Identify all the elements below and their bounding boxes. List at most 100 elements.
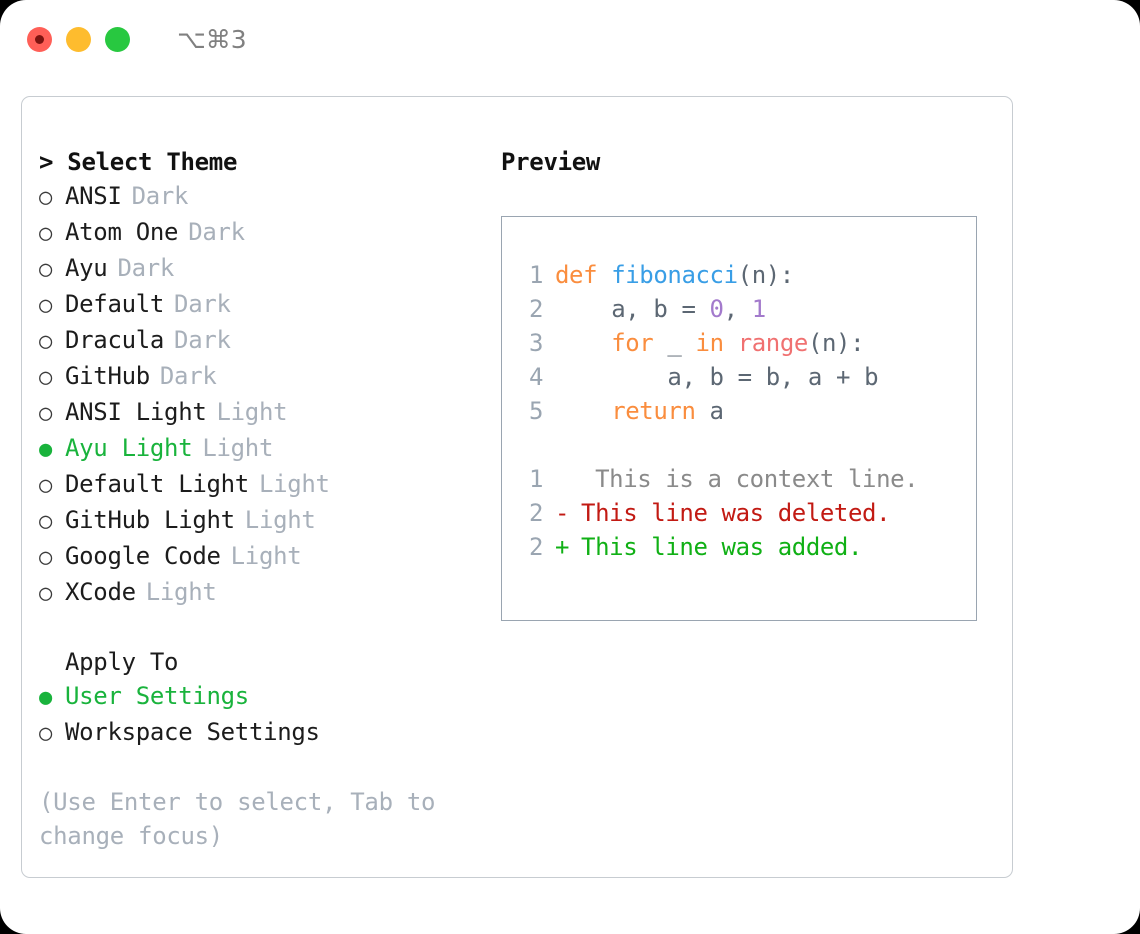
code-line: 2 a, b = 0, 1 bbox=[521, 292, 918, 326]
code-token: range bbox=[737, 329, 809, 357]
code-token: for bbox=[611, 329, 654, 357]
theme-option-google-code[interactable]: ○ Google Code Light bbox=[39, 539, 479, 575]
diff-line: 2- This line was deleted. bbox=[521, 496, 918, 530]
theme-variant-label: Dark bbox=[188, 218, 245, 246]
theme-option-xcode[interactable]: ○ XCode Light bbox=[39, 575, 479, 611]
code-line-number: 5 bbox=[528, 397, 543, 425]
theme-variant-label: Dark bbox=[117, 254, 175, 282]
theme-option-label: Default bbox=[65, 290, 165, 318]
radio-unselected-icon: ○ bbox=[39, 545, 52, 570]
diff-line-number: 1 bbox=[528, 465, 543, 493]
diff-line-number: 2 bbox=[528, 499, 543, 527]
code-line-number: 3 bbox=[528, 329, 543, 357]
code-token bbox=[555, 329, 611, 357]
code-line-number: 4 bbox=[528, 363, 543, 391]
theme-option-label: GitHub Light bbox=[65, 506, 235, 534]
code-token: 0 bbox=[709, 295, 724, 323]
code-token: a bbox=[695, 397, 724, 425]
code-token: a, b = b, a + b bbox=[555, 363, 879, 391]
code-line: 5 return a bbox=[521, 394, 918, 428]
close-dot-icon bbox=[35, 34, 44, 44]
theme-variant-label: Light bbox=[258, 470, 330, 498]
radio-unselected-icon: ○ bbox=[39, 721, 52, 746]
theme-variant-label: Light bbox=[216, 398, 288, 426]
code-token: a, b = bbox=[555, 295, 710, 323]
code-line: 3 for _ in range(n): bbox=[521, 326, 918, 360]
diff-line: 2 + This line was added. bbox=[521, 530, 918, 564]
code-line-number: 1 bbox=[528, 261, 543, 289]
apply-to-option-user-settings[interactable]: ● User Settings bbox=[39, 679, 479, 715]
theme-variant-label: Light bbox=[145, 578, 217, 606]
code-token: return bbox=[611, 397, 696, 425]
preview-spacer bbox=[521, 428, 918, 462]
theme-variant-label: Dark bbox=[174, 326, 231, 354]
theme-option-label: XCode bbox=[65, 578, 136, 606]
diff-sign: + bbox=[555, 533, 570, 561]
maximize-button-icon[interactable] bbox=[105, 26, 130, 52]
theme-variant-label: Light bbox=[244, 506, 316, 534]
code-token: (n): bbox=[807, 329, 865, 357]
radio-unselected-icon: ○ bbox=[39, 581, 52, 606]
apply-to-heading: Apply To bbox=[65, 648, 179, 676]
theme-variant-label: Dark bbox=[174, 290, 231, 318]
code-token bbox=[555, 397, 611, 425]
close-button-icon[interactable] bbox=[27, 26, 52, 52]
select-theme-heading: > Select Theme bbox=[39, 148, 238, 176]
radio-selected-icon: ● bbox=[39, 685, 52, 710]
code-line-number: 2 bbox=[528, 295, 543, 323]
theme-variant-label: Light bbox=[230, 542, 302, 570]
theme-variant-label: Light bbox=[202, 434, 274, 462]
diff-line: 1 This is a context line. bbox=[521, 462, 919, 496]
theme-option-label: ANSI bbox=[65, 182, 122, 210]
theme-option-label: Default Light bbox=[65, 470, 249, 498]
diff-sign bbox=[555, 462, 567, 496]
diff-line-number: 2 bbox=[528, 533, 543, 561]
window-titlebar: ⌥⌘3 bbox=[0, 0, 1140, 78]
radio-unselected-icon: ○ bbox=[39, 293, 52, 318]
theme-option-default[interactable]: ○ Default Dark bbox=[39, 287, 479, 323]
diff-sign: - bbox=[555, 499, 570, 527]
code-token: 1 bbox=[751, 295, 766, 323]
apply-to-option-list[interactable]: ● User Settings ○Workspace Settings bbox=[39, 679, 479, 751]
radio-unselected-icon: ○ bbox=[39, 329, 52, 354]
code-token: (n): bbox=[737, 261, 795, 289]
theme-option-label: Ayu Light bbox=[65, 434, 193, 462]
radio-unselected-icon: ○ bbox=[39, 257, 52, 282]
radio-unselected-icon: ○ bbox=[39, 473, 52, 498]
code-line: 4 a, b = b, a + b bbox=[521, 360, 918, 394]
code-token bbox=[724, 329, 738, 357]
diff-line-text: This line was added. bbox=[567, 533, 863, 561]
theme-option-default-light[interactable]: ○ Default Light Light bbox=[39, 467, 479, 503]
preview-heading: Preview bbox=[501, 148, 601, 176]
apply-to-option-workspace-settings[interactable]: ○Workspace Settings bbox=[39, 715, 479, 751]
radio-unselected-icon: ○ bbox=[39, 185, 52, 210]
radio-unselected-icon: ○ bbox=[39, 221, 52, 246]
theme-option-ansi[interactable]: ○ ANSI Dark bbox=[39, 179, 479, 215]
minimize-button-icon[interactable] bbox=[66, 26, 91, 52]
code-token: fibonacci bbox=[611, 261, 738, 289]
apply-to-option-label: User Settings bbox=[65, 682, 249, 710]
keyboard-hint-text: (Use Enter to select, Tab to change focu… bbox=[39, 788, 436, 850]
theme-variant-label: Dark bbox=[159, 362, 217, 390]
theme-variant-label: Dark bbox=[131, 182, 189, 210]
radio-unselected-icon: ○ bbox=[39, 365, 52, 390]
code-token: , bbox=[723, 295, 752, 323]
diff-line-text: This is a context line. bbox=[567, 465, 919, 493]
theme-option-label: ANSI Light bbox=[65, 398, 207, 426]
theme-option-label: Google Code bbox=[65, 542, 221, 570]
